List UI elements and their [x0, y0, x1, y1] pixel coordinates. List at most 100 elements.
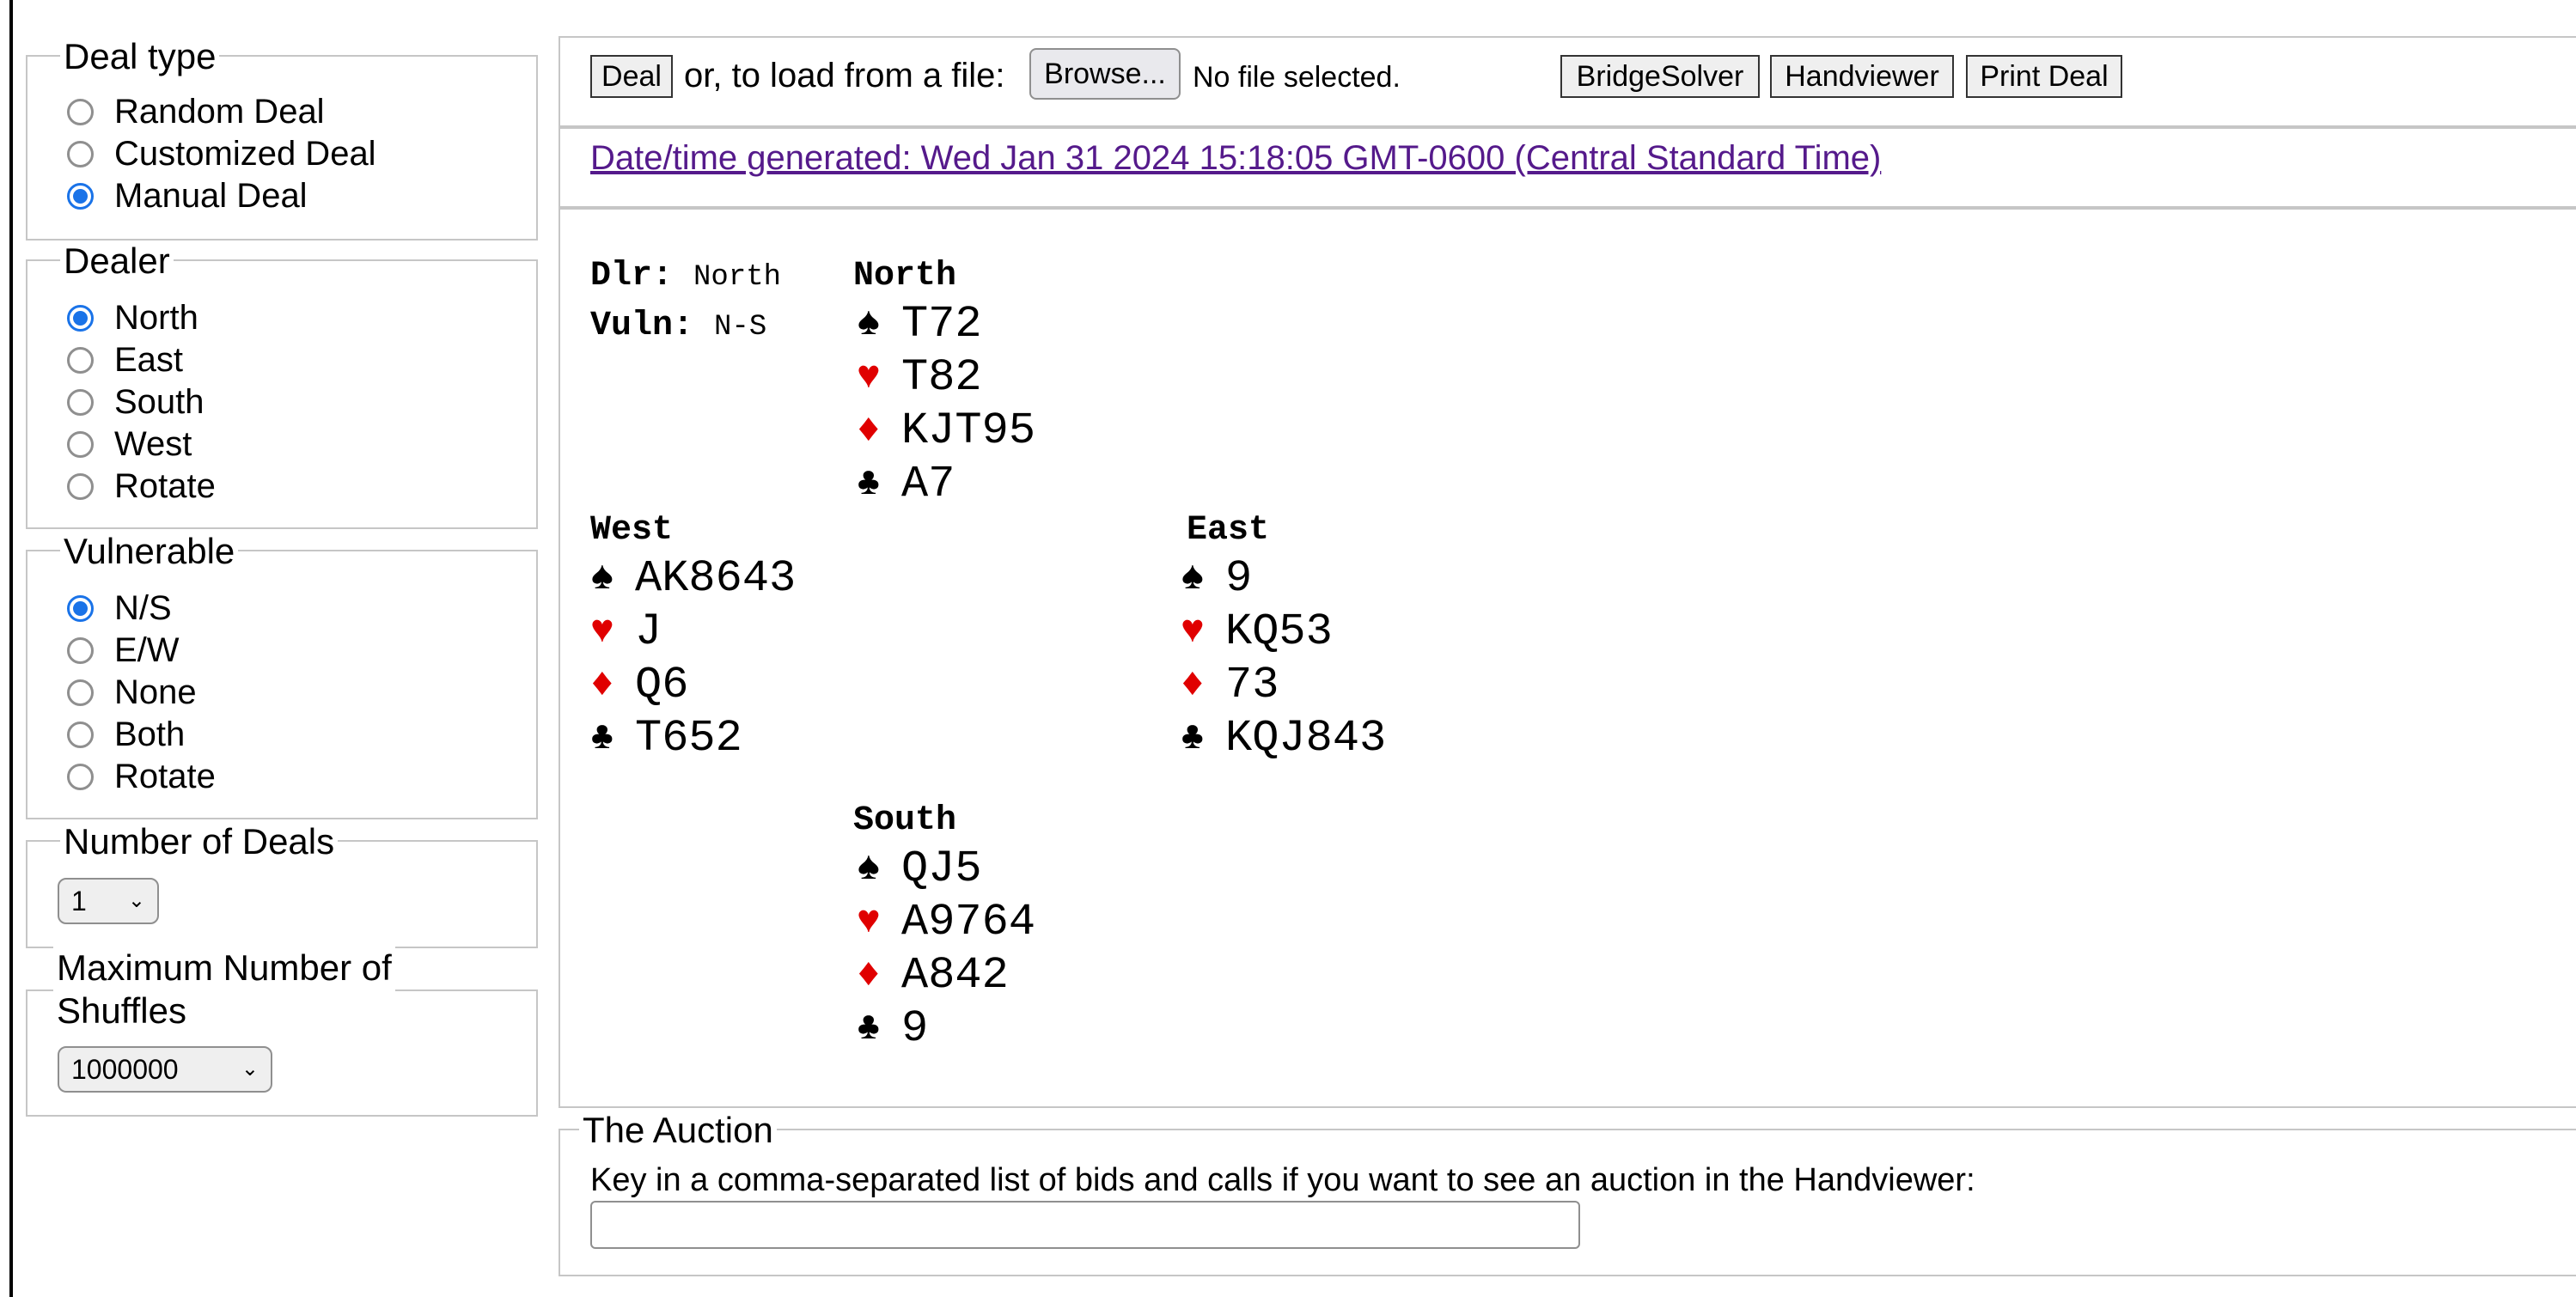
- club-icon: ♣: [857, 1006, 881, 1050]
- bridgesolver-button[interactable]: BridgeSolver: [1560, 55, 1760, 98]
- cards: Q6: [635, 659, 689, 710]
- deal-type-legend: Deal type: [60, 36, 220, 77]
- max-shuffles-fieldset: Maximum Number of Shuffles 1000000 ⌄: [26, 947, 538, 1117]
- diamond-icon: ♦: [590, 662, 614, 707]
- east-diamonds: ♦ 73: [1181, 658, 1279, 711]
- radio-button[interactable]: [67, 98, 94, 125]
- max-shuffles-select[interactable]: 1000000 ⌄: [58, 1046, 272, 1093]
- load-file-text: or, to load from a file:: [684, 57, 1005, 94]
- vulnerable-fieldset: Vulnerable N/S E/W None Both Rotate: [26, 531, 538, 819]
- handviewer-button[interactable]: Handviewer: [1770, 55, 1954, 98]
- radio-button[interactable]: [67, 346, 94, 374]
- radio-label: Random Deal: [114, 92, 325, 131]
- cards: AK8643: [635, 552, 797, 604]
- radio-button[interactable]: [67, 721, 94, 748]
- north-hearts: ♥ T82: [857, 350, 982, 404]
- radio-vuln-rotate[interactable]: Rotate: [67, 756, 216, 797]
- west-spades: ♠ AK8643: [590, 551, 796, 605]
- radio-label: Rotate: [114, 466, 216, 505]
- vulnerable-legend: Vulnerable: [60, 531, 239, 572]
- cards: J: [635, 606, 662, 657]
- print-deal-button[interactable]: Print Deal: [1966, 55, 2122, 98]
- club-icon: ♣: [857, 461, 881, 506]
- south-diamonds: ♦ A842: [857, 948, 1009, 1002]
- cards: KQJ843: [1225, 712, 1387, 764]
- north-diamonds: ♦ KJT95: [857, 404, 1035, 457]
- cards: T652: [635, 712, 742, 764]
- vuln-value: N-S: [714, 311, 767, 344]
- max-shuffles-legend-line1: Maximum Number of: [57, 947, 392, 988]
- radio-button[interactable]: [67, 140, 94, 167]
- deal-diagram-box: [559, 208, 2576, 1108]
- spade-icon: ♠: [590, 556, 614, 600]
- radio-label: None: [114, 673, 197, 711]
- south-spades: ♠ QJ5: [857, 842, 982, 895]
- radio-button[interactable]: [67, 472, 94, 500]
- num-deals-select[interactable]: 1 ⌄: [58, 878, 159, 924]
- radio-button[interactable]: [67, 763, 94, 790]
- max-shuffles-legend-line2: Shuffles: [57, 990, 186, 1031]
- cards: 73: [1225, 659, 1279, 710]
- file-status-text: No file selected.: [1193, 61, 1401, 94]
- max-shuffles-value: 1000000: [71, 1053, 179, 1085]
- dealer-legend: Dealer: [60, 241, 174, 282]
- diamond-icon: ♦: [857, 408, 881, 453]
- date-generated-link[interactable]: Date/time generated: Wed Jan 31 2024 15:…: [590, 139, 1882, 177]
- club-icon: ♣: [1181, 715, 1205, 760]
- diamond-icon: ♦: [1181, 662, 1205, 707]
- auction-input[interactable]: [590, 1201, 1580, 1249]
- south-name: South: [853, 801, 957, 840]
- radio-label: West: [114, 424, 192, 463]
- north-name: North: [853, 257, 957, 295]
- cards: T72: [901, 298, 982, 350]
- diamond-icon: ♦: [857, 953, 881, 997]
- cards: A9764: [901, 896, 1036, 947]
- chevron-down-icon: ⌄: [127, 889, 145, 912]
- heart-icon: ♥: [857, 899, 881, 944]
- west-hearts: ♥ J: [590, 605, 662, 658]
- east-hearts: ♥ KQ53: [1181, 605, 1333, 658]
- heart-icon: ♥: [590, 609, 614, 654]
- radio-button-selected[interactable]: [67, 304, 94, 332]
- cards: 9: [901, 1002, 929, 1054]
- radio-button[interactable]: [67, 388, 94, 416]
- radio-dealer-west[interactable]: West: [67, 423, 192, 465]
- radio-button-selected[interactable]: [67, 594, 94, 622]
- dealer-value: North: [693, 261, 782, 294]
- deal-button[interactable]: Deal: [590, 55, 673, 98]
- radio-dealer-south[interactable]: South: [67, 381, 204, 423]
- radio-label: Rotate: [114, 757, 216, 795]
- radio-button[interactable]: [67, 430, 94, 458]
- radio-vuln-ns[interactable]: N/S: [67, 588, 172, 629]
- north-clubs: ♣ A7: [857, 457, 955, 510]
- radio-vuln-none[interactable]: None: [67, 672, 197, 713]
- deal-type-fieldset: Deal type Random Deal Customized Deal Ma…: [26, 36, 538, 241]
- radio-dealer-north[interactable]: North: [67, 297, 198, 338]
- radio-label: Manual Deal: [114, 176, 308, 215]
- radio-random-deal[interactable]: Random Deal: [67, 91, 325, 132]
- heart-icon: ♥: [857, 355, 881, 399]
- west-name: West: [590, 511, 674, 550]
- auction-fieldset: The Auction: [559, 1110, 2576, 1276]
- dealer-label: Dlr:: [590, 257, 674, 295]
- cards: 9: [1225, 552, 1253, 604]
- generated-box: [559, 127, 2576, 208]
- spade-icon: ♠: [857, 301, 881, 346]
- cards: A7: [901, 458, 955, 509]
- radio-vuln-ew[interactable]: E/W: [67, 630, 180, 671]
- radio-label: Both: [114, 715, 186, 753]
- radio-customized-deal[interactable]: Customized Deal: [67, 133, 376, 174]
- radio-label: East: [114, 340, 184, 379]
- radio-manual-deal[interactable]: Manual Deal: [67, 175, 308, 216]
- radio-button[interactable]: [67, 636, 94, 664]
- browse-button[interactable]: Browse...: [1029, 48, 1181, 100]
- radio-dealer-rotate[interactable]: Rotate: [67, 466, 216, 507]
- spade-icon: ♠: [857, 846, 881, 891]
- radio-vuln-both[interactable]: Both: [67, 714, 185, 755]
- cards: T82: [901, 351, 982, 403]
- north-spades: ♠ T72: [857, 297, 982, 350]
- radio-label: South: [114, 382, 204, 421]
- radio-dealer-east[interactable]: East: [67, 339, 183, 381]
- radio-button[interactable]: [67, 679, 94, 706]
- radio-button-selected[interactable]: [67, 182, 94, 210]
